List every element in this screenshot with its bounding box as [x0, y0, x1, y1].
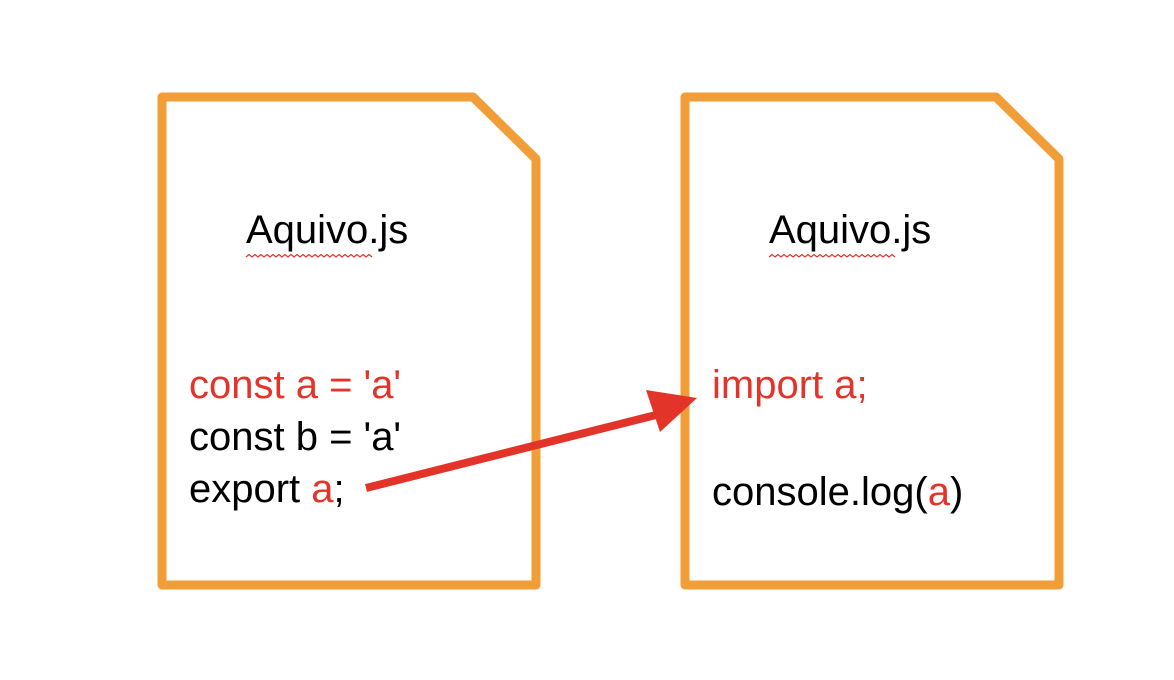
- spellcheck-underline-target: [768, 253, 896, 258]
- file-outline-target: [680, 92, 1064, 590]
- file-card-source: Aquivo.js const a = 'a' const b = 'a' ex…: [157, 92, 541, 590]
- code-segment: ): [950, 470, 963, 514]
- file-card-target: Aquivo.js import a; console.log(a): [680, 92, 1064, 590]
- export-import-arrow: [365, 390, 697, 492]
- code-segment: ;: [334, 467, 345, 511]
- arrow-shaft: [365, 410, 661, 492]
- code-segment: export: [189, 467, 311, 511]
- file-title-source: Aquivo.js: [246, 208, 408, 252]
- spellcheck-underline-source: [245, 253, 373, 258]
- code-segment: a: [311, 467, 334, 511]
- code-segment: const a = 'a': [189, 363, 401, 407]
- code-segment: const b = 'a': [189, 415, 401, 459]
- code-line-import: import a;: [712, 363, 868, 407]
- code-segment: console.log(: [712, 470, 928, 514]
- arrow-head: [646, 390, 697, 432]
- code-segment: import a;: [712, 363, 868, 407]
- code-line-console: console.log(a): [712, 470, 963, 514]
- code-line-1: const a = 'a': [189, 363, 401, 407]
- code-line-2: const b = 'a': [189, 415, 401, 459]
- code-segment: a: [928, 470, 951, 514]
- code-line-3: export a;: [189, 467, 345, 511]
- file-title-target: Aquivo.js: [769, 208, 931, 252]
- file-outline-source: [157, 92, 541, 590]
